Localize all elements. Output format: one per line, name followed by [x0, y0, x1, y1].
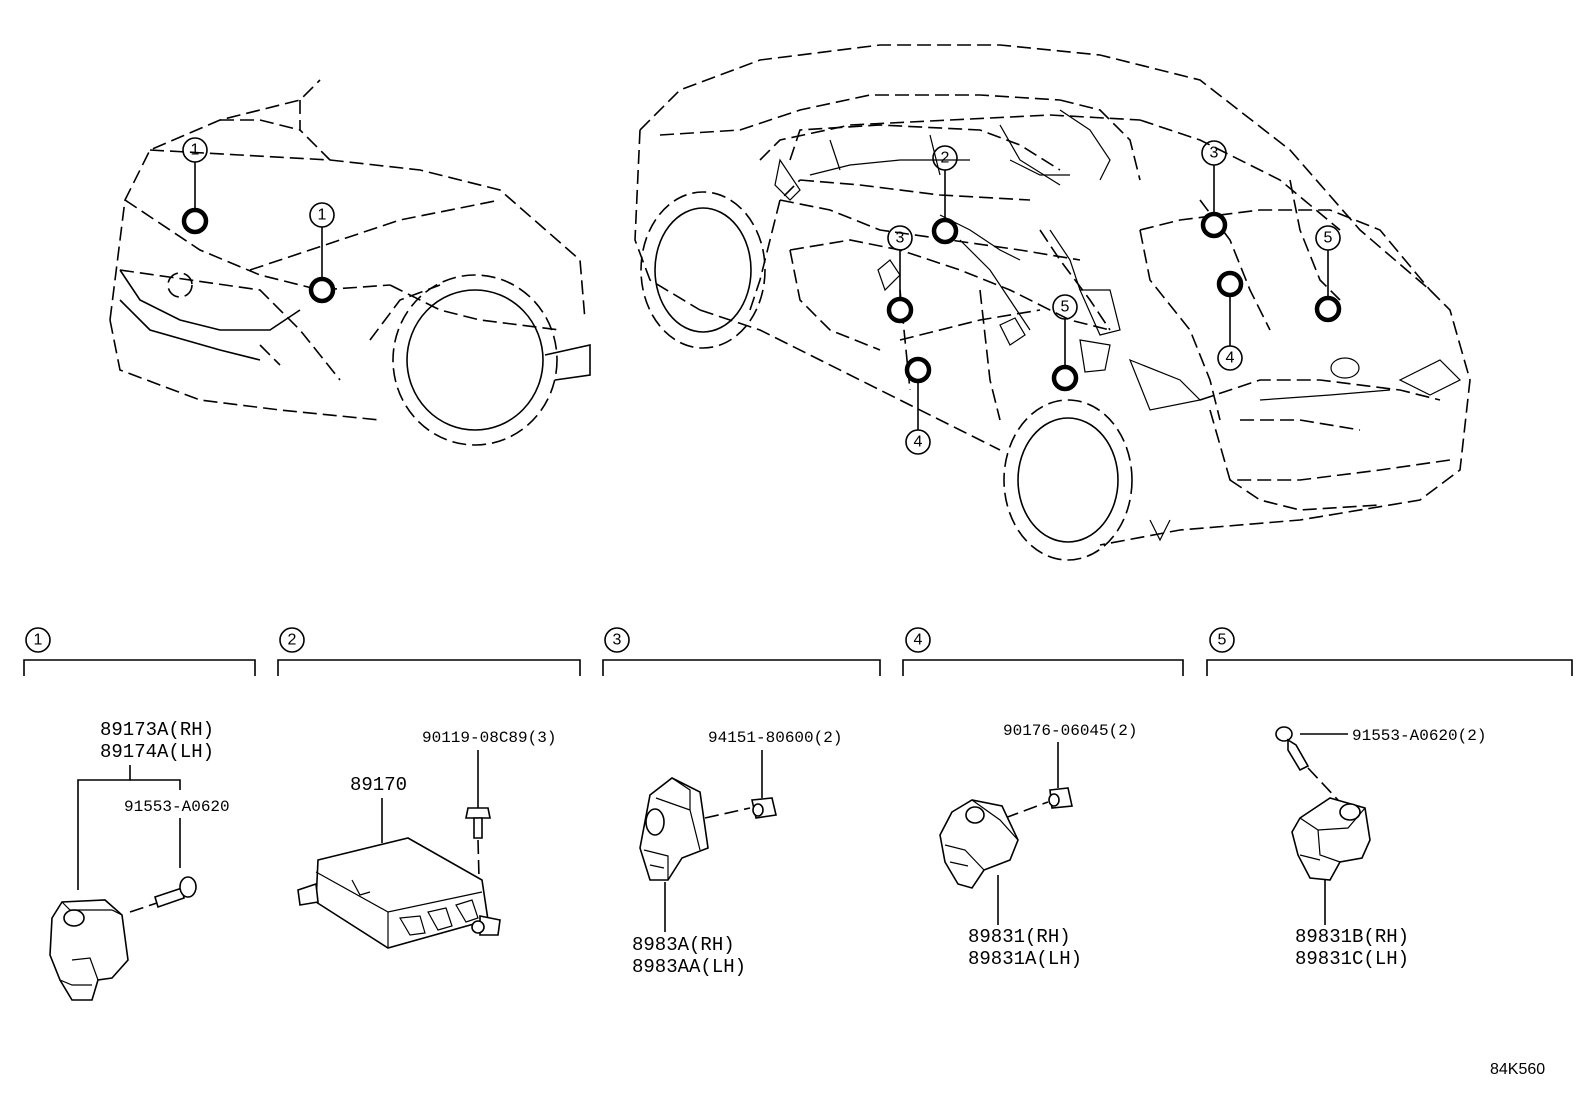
part-89831-label: 89831(RH): [968, 926, 1071, 948]
section-headers: 1 2 3 4 5: [23, 627, 1573, 676]
callout-4b-number: 4: [1226, 350, 1235, 367]
callout-5a: 5: [1051, 294, 1079, 392]
section-4-header: 4: [902, 627, 1184, 676]
section-2-header: 2: [277, 627, 581, 676]
callout-5a-number: 5: [1061, 299, 1070, 316]
diagram-code: 84K560: [1490, 1061, 1545, 1078]
callout-1b: 1: [308, 202, 336, 304]
section-2-number: 2: [288, 632, 297, 649]
section-1-number: 1: [34, 632, 43, 649]
bolt-90119: [465, 807, 491, 839]
callout-1a-number: 1: [191, 142, 200, 159]
callout-4a: 4: [904, 356, 932, 455]
callout-3a: 3: [886, 225, 914, 324]
airbag-sensor-assembly: [297, 837, 501, 949]
side-airbag-sensor: [639, 777, 709, 881]
part-8983aa-label: 8983AA(LH): [632, 956, 746, 978]
part-8983a-label: 8983A(RH): [632, 934, 735, 956]
callout-2: 2: [931, 145, 959, 245]
callout-2-number: 2: [941, 150, 950, 167]
section-5-header: 5: [1206, 627, 1573, 676]
bolt-91553-2: [1275, 726, 1310, 772]
part-89170-label: 89170: [350, 774, 407, 796]
front-car-view: [109, 79, 591, 446]
bolt-91553-2-label: 91553-A0620(2): [1352, 727, 1486, 745]
section-1-header: 1: [23, 627, 256, 676]
rear-car-view: [634, 44, 1471, 561]
callout-3b: 3: [1200, 140, 1228, 239]
section-4-number: 4: [914, 632, 923, 649]
callout-4b: 4: [1216, 270, 1244, 371]
section-3-number: 3: [613, 632, 622, 649]
part-89831a-label: 89831A(LH): [968, 948, 1082, 970]
bolt-91553-label: 91553-A0620: [124, 798, 230, 816]
callout-1b-number: 1: [318, 207, 327, 224]
section-1-parts: 89173A(RH) 89174A(LH) 91553-A0620: [49, 719, 230, 1001]
callout-5b: 5: [1314, 225, 1342, 323]
callout-5b-number: 5: [1324, 230, 1333, 247]
section-5-parts: 91553-A0620(2) 89831B(RH) 89831C(LH): [1275, 726, 1486, 970]
nut-90176-label: 90176-06045(2): [1003, 722, 1137, 740]
part-89174a-label: 89174A(LH): [100, 741, 214, 763]
section-5-number: 5: [1218, 632, 1227, 649]
part-89831b-label: 89831B(RH): [1295, 926, 1409, 948]
part-89173a-label: 89173A(RH): [100, 719, 214, 741]
nut-94151: [751, 797, 777, 819]
callout-1a: 1: [181, 137, 209, 235]
section-3-parts: 94151-80600(2) 8983A(RH) 8983AA(LH): [632, 729, 842, 978]
nut-90176: [1048, 787, 1073, 809]
bolt-90119-label: 90119-08C89(3): [422, 729, 556, 747]
callout-3a-number: 3: [896, 230, 905, 247]
bolt-91553: [154, 876, 197, 909]
rear-airbag-sensor: [1291, 797, 1371, 881]
nut-94151-label: 94151-80600(2): [708, 729, 842, 747]
car-callouts: 1 1 2 3 4: [181, 137, 1342, 455]
part-89831c-label: 89831C(LH): [1295, 948, 1409, 970]
callout-4a-number: 4: [914, 434, 923, 451]
section-3-header: 3: [602, 627, 881, 676]
section-2-parts: 89170 90119-08C89(3): [297, 729, 556, 949]
callout-3b-number: 3: [1210, 145, 1219, 162]
section-4-parts: 90176-06045(2) 89831(RH) 89831A(LH): [939, 722, 1137, 970]
rear-side-sensor: [939, 799, 1019, 889]
